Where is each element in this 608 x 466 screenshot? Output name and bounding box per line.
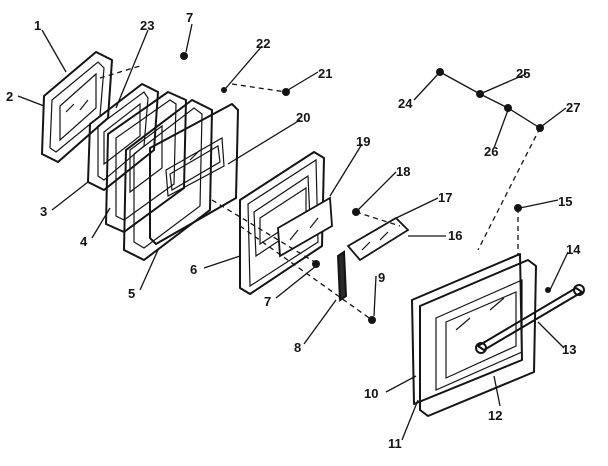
label-18: 18	[396, 164, 410, 179]
label-10: 10	[364, 386, 378, 401]
part-spacer-strip-8	[336, 250, 348, 302]
label-17: 17	[438, 190, 452, 205]
label-1: 1	[34, 18, 41, 33]
label-6: 6	[190, 262, 197, 277]
label-7-lower: 7	[264, 294, 271, 309]
label-9: 9	[378, 270, 385, 285]
label-16: 16	[448, 228, 462, 243]
clip-22	[221, 87, 227, 93]
label-26: 26	[484, 144, 498, 159]
label-22: 22	[256, 36, 270, 51]
label-27: 27	[566, 100, 580, 115]
label-7-top: 7	[186, 10, 193, 25]
part-glass-pane-16	[346, 216, 410, 262]
leader-lines	[17, 23, 569, 441]
label-15: 15	[558, 194, 572, 209]
label-14: 14	[566, 242, 581, 257]
label-12: 12	[488, 408, 502, 423]
label-25: 25	[516, 66, 530, 81]
part-oven-door-panel	[239, 151, 325, 295]
assembly-dashed-lines	[99, 65, 541, 321]
part-inner-glass-19	[277, 196, 333, 258]
screw-14	[545, 287, 551, 293]
label-5: 5	[128, 286, 135, 301]
part-labels: 1 2 3 4 5 6 7 7 8 9 10 11 12 13 14 15 16…	[6, 10, 581, 451]
part-outer-door-frame	[411, 253, 537, 417]
label-2: 2	[6, 89, 13, 104]
screw-7-top	[180, 52, 188, 60]
label-21: 21	[318, 66, 332, 81]
part-door-handle	[475, 284, 585, 354]
label-4: 4	[80, 234, 88, 249]
part-door-trim-frame	[41, 51, 113, 163]
label-11: 11	[388, 436, 402, 451]
label-20: 20	[296, 110, 310, 125]
label-8: 8	[294, 340, 301, 355]
part-door-front-panel	[149, 103, 239, 245]
label-19: 19	[356, 134, 370, 149]
part-door-inner-panel	[123, 99, 213, 261]
label-13: 13	[562, 342, 576, 357]
label-24: 24	[398, 96, 413, 111]
label-3: 3	[40, 204, 47, 219]
label-23: 23	[140, 18, 154, 33]
